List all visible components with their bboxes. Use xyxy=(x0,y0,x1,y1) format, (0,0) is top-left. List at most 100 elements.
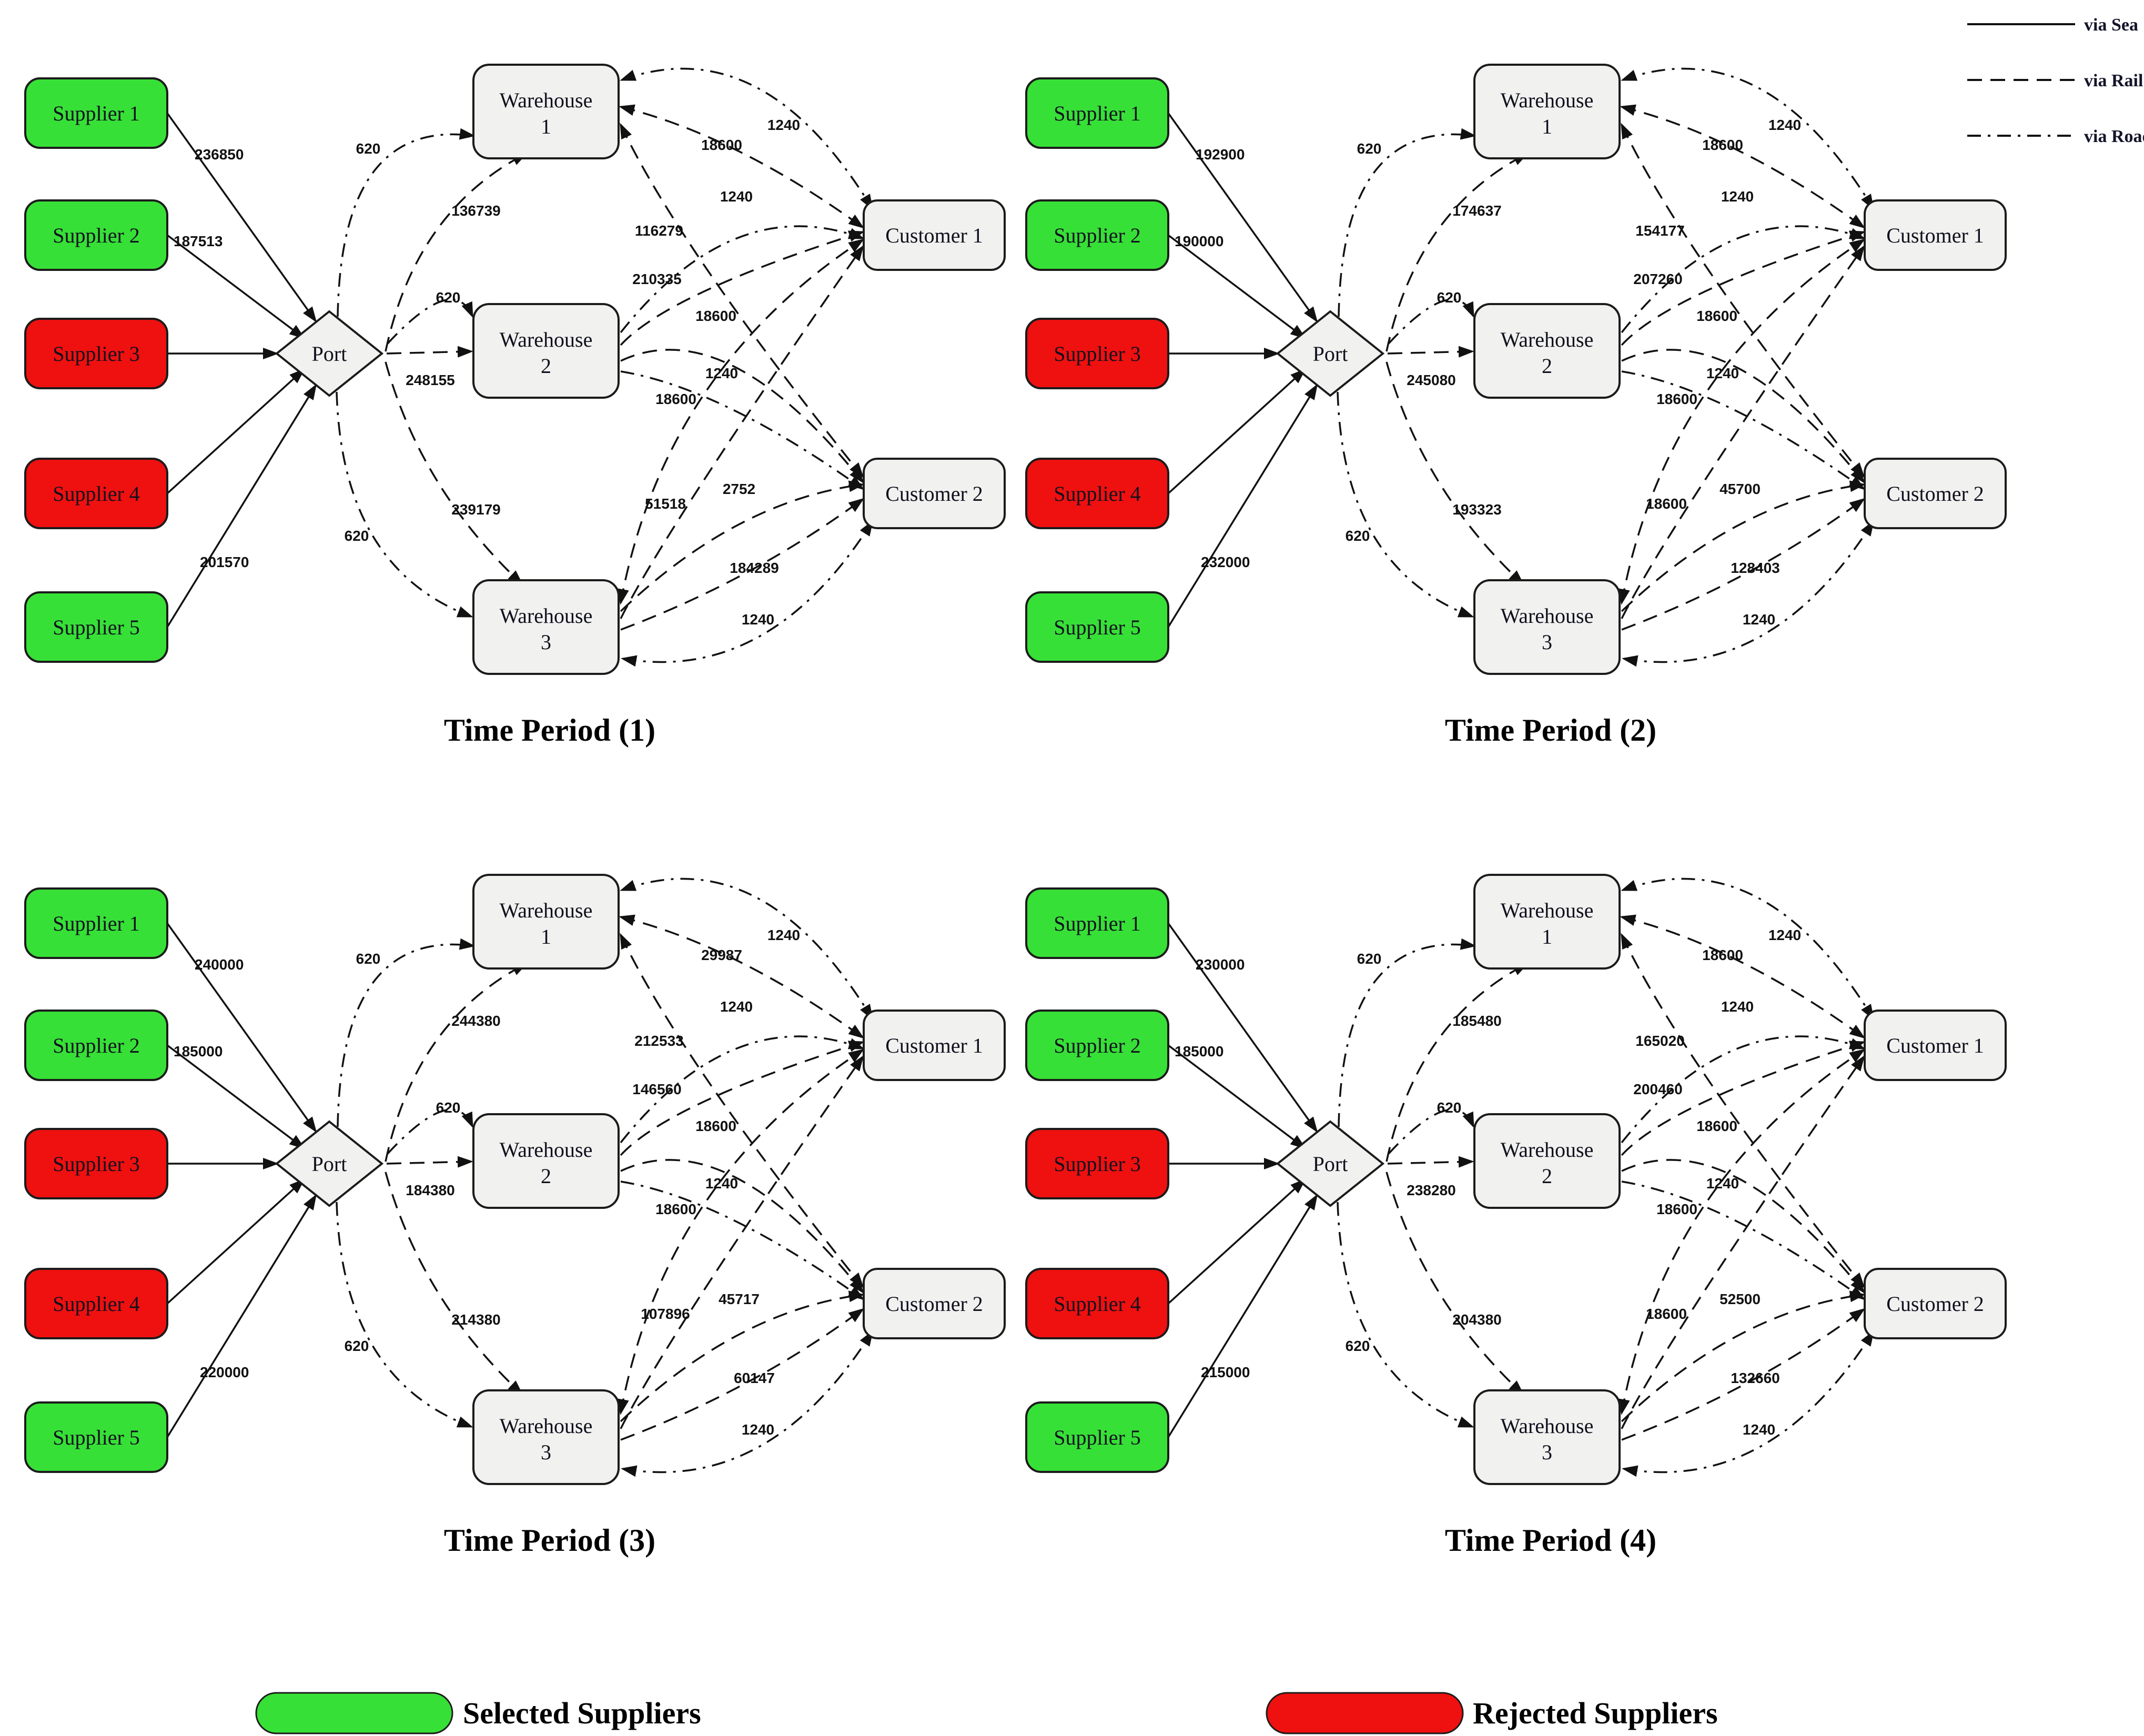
customer-node-1 xyxy=(863,199,1006,271)
supplier-label: Supplier 1 xyxy=(1054,102,1141,125)
port-flow-label-w2_rail: 184380 xyxy=(406,1182,454,1198)
supplier-flow-label-s5: 220000 xyxy=(200,1364,249,1380)
supplier-node-3-rejected xyxy=(24,1128,168,1199)
edge-warehouse-customer-8-rail xyxy=(1618,238,1866,605)
warehouse-node-2 xyxy=(1473,303,1621,399)
wc-flow-label-9: 51518 xyxy=(645,496,686,512)
edge-supplier5-port-sea xyxy=(166,1194,317,1438)
customer-node-1 xyxy=(863,1010,1006,1081)
supplier-node-2-selected xyxy=(1025,1010,1169,1081)
edge-warehouse-customer-6-rail xyxy=(620,1159,864,1294)
edge-warehouse-customer-7-road xyxy=(1621,370,1866,490)
supplier-flow-label-s2: 185000 xyxy=(1175,1043,1223,1059)
supplier-label: Supplier 2 xyxy=(53,1034,140,1057)
customer-label: Customer 2 xyxy=(885,1292,983,1316)
port-label: Port xyxy=(1313,1152,1348,1176)
warehouse-label-line1: Warehouse xyxy=(1501,328,1594,351)
edge-warehouse-customer-8-rail xyxy=(1618,1048,1866,1415)
warehouse-label-line1: Warehouse xyxy=(500,1414,593,1438)
port-label: Port xyxy=(312,1152,347,1176)
edge-port-warehouse-w1_rail xyxy=(385,153,528,352)
panel-title: Time Period (3) xyxy=(444,1523,655,1558)
warehouse-node-1 xyxy=(1473,64,1621,159)
supplier-flow-label-s2: 185000 xyxy=(174,1043,223,1059)
wc-flow-label-7: 1240 xyxy=(1706,1175,1739,1192)
edge-warehouse-customer-4-rail xyxy=(620,123,864,479)
supplier-node-1-selected xyxy=(24,77,168,149)
edge-supplier4-port-sea xyxy=(1167,1178,1306,1305)
edge-warehouse-customer-12-road xyxy=(621,1330,874,1477)
wc-flow-label-8: 18600 xyxy=(1656,1201,1697,1217)
edge-supplier4-port-sea xyxy=(166,368,305,494)
customer-label: Customer 2 xyxy=(1886,1292,1984,1316)
wc-flow-label-1: 1240 xyxy=(767,927,800,943)
edge-port-warehouse-w1_rail xyxy=(1385,963,1529,1162)
edge-port-warehouse-w2_road xyxy=(1388,298,1474,345)
supplier-label: Supplier 4 xyxy=(1054,1292,1141,1316)
supplier-flow-label-s1: 192900 xyxy=(1196,146,1245,163)
port-flow-label-w3_rail: 239179 xyxy=(451,501,500,518)
supplier-label: Supplier 2 xyxy=(1054,1034,1141,1057)
edge-warehouse-customer-8-rail xyxy=(617,1048,865,1415)
edge-warehouse-customer-8-rail xyxy=(617,238,865,605)
edge-port-warehouse-w3_rail xyxy=(1385,361,1524,586)
edge-port-warehouse-w2_road xyxy=(1388,1108,1474,1155)
supplier-node-3-rejected xyxy=(1025,318,1169,389)
port-label: Port xyxy=(1313,342,1348,366)
edge-port-warehouse-w3_rail xyxy=(385,361,523,586)
warehouse-label-line2: 1 xyxy=(541,925,551,948)
port-label: Port xyxy=(312,342,347,366)
panel-title: Time Period (4) xyxy=(1445,1523,1656,1558)
wc-flow-label-10: 45717 xyxy=(719,1291,760,1307)
edge-port-warehouse-w3_road xyxy=(336,1202,473,1428)
wc-flow-label-8: 18600 xyxy=(1656,391,1697,407)
wc-flow-label-11: 132660 xyxy=(1731,1370,1779,1386)
port-flow-label-w1_road: 620 xyxy=(356,951,381,967)
supplier-label: Supplier 5 xyxy=(53,1426,140,1449)
edge-supplier2-port-sea xyxy=(1167,234,1307,339)
customer-label: Customer 1 xyxy=(885,1034,983,1057)
edge-port-warehouse-w2_road xyxy=(387,1108,473,1155)
wc-flow-label-1: 1240 xyxy=(1768,117,1801,133)
warehouse-label-line1: Warehouse xyxy=(1501,1414,1594,1438)
customer-label: Customer 2 xyxy=(1886,482,1984,506)
wc-flow-label-9: 18600 xyxy=(1646,1306,1687,1322)
port-flow-label-w2_rail: 245080 xyxy=(1407,372,1455,388)
supplier-label: Supplier 3 xyxy=(1054,342,1141,366)
supplier-node-5-selected xyxy=(24,1401,168,1473)
supplier-label: Supplier 5 xyxy=(1054,615,1141,639)
edge-supplier5-port-sea xyxy=(166,383,317,628)
edge-warehouse-customer-1-road xyxy=(1621,877,1875,1021)
supplier-flow-label-s1: 240000 xyxy=(195,956,244,973)
port-flow-label-w3_road: 620 xyxy=(345,1338,369,1354)
supplier-node-4-rejected xyxy=(24,458,168,529)
warehouse-label-line1: Warehouse xyxy=(1501,88,1594,112)
customer-label: Customer 2 xyxy=(885,482,983,506)
supplier-node-1-selected xyxy=(1025,887,1169,959)
wc-flow-label-8: 18600 xyxy=(655,391,696,407)
wc-flow-label-4: 165020 xyxy=(1635,1033,1684,1049)
customer-label: Customer 1 xyxy=(1886,1034,1984,1057)
port-flow-label-w3_road: 620 xyxy=(1346,1338,1370,1354)
customer-node-1 xyxy=(1864,1010,2007,1081)
warehouse-node-3 xyxy=(1473,579,1621,675)
wc-flow-label-11: 128403 xyxy=(1731,560,1779,576)
wc-flow-label-1: 1240 xyxy=(1768,927,1801,943)
wc-flow-label-10: 52500 xyxy=(1720,1291,1761,1307)
edge-port-warehouse-w3_road xyxy=(1337,1202,1474,1428)
customer-node-2 xyxy=(1864,1268,2007,1339)
supplier-label: Supplier 5 xyxy=(1054,1426,1141,1449)
wc-flow-label-4: 212533 xyxy=(634,1033,683,1049)
supplier-node-2-selected xyxy=(24,199,168,271)
wc-flow-label-4: 116279 xyxy=(635,223,683,239)
edge-warehouse-customer-7-road xyxy=(620,1180,865,1300)
legend-label-sea: via Sea xyxy=(2084,15,2138,35)
port-flow-label-w1_rail: 136739 xyxy=(451,203,500,219)
wc-flow-label-5: 207260 xyxy=(1633,271,1682,287)
port-flow-label-w2_road: 620 xyxy=(1437,289,1462,306)
supplier-node-5-selected xyxy=(1025,591,1169,663)
edge-warehouse-customer-6-rail xyxy=(620,349,864,484)
warehouse-label-line1: Warehouse xyxy=(500,88,593,112)
edge-supplier4-port-sea xyxy=(166,1178,305,1305)
customer-node-2 xyxy=(863,458,1006,529)
